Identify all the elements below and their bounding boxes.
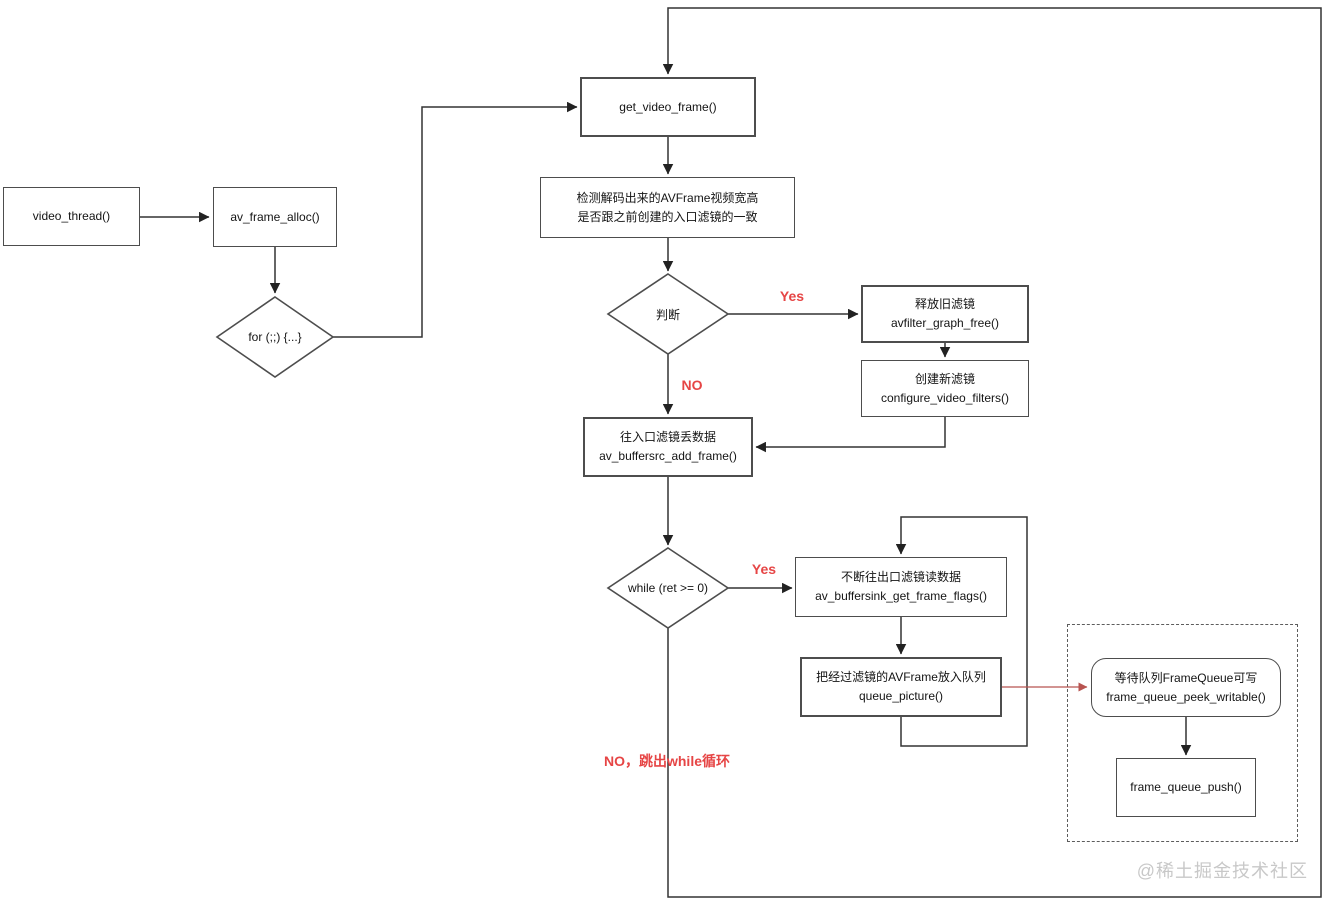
node-queue-picture: 把经过滤镜的AVFrame放入队列 queue_picture() [800, 657, 1002, 717]
node-av-frame-alloc-label: av_frame_alloc() [230, 209, 320, 224]
edge-label-judge-no: NO [681, 377, 703, 393]
node-video-thread: video_thread() [3, 187, 140, 246]
node-create-new-filter-title: 创建新滤镜 [914, 371, 975, 386]
node-judge-label: 判断 [655, 307, 680, 322]
node-get-video-frame: get_video_frame() [580, 77, 756, 137]
node-while-loop-label: while (ret >= 0) [627, 581, 709, 595]
node-create-new-filter: 创建新滤镜 configure_video_filters() [861, 360, 1029, 417]
node-queue-picture-code: queue_picture() [858, 689, 944, 703]
edge-label-judge-yes: Yes [779, 288, 805, 304]
edge-for-loop-to-get-video-frame [333, 101, 578, 338]
node-free-old-filter: 释放旧滤镜 avfilter_graph_free() [861, 285, 1029, 343]
node-read-filtered-frame: 不断往出口滤镜读数据 av_buffersink_get_frame_flags… [795, 557, 1007, 617]
node-check-frame-size-line2: 是否跟之前创建的入口滤镜的一致 [577, 209, 758, 224]
frame-queue-dashed-group [1067, 624, 1298, 842]
node-queue-picture-title: 把经过滤镜的AVFrame放入队列 [816, 670, 986, 684]
edge-queue-picture-loop-back-to-read-frame [895, 516, 1028, 747]
node-peek-writable-title: 等待队列FrameQueue可写 [1114, 670, 1258, 685]
node-frame-queue-push: frame_queue_push() [1116, 758, 1256, 817]
node-free-old-filter-code: avfilter_graph_free() [890, 316, 1000, 330]
node-get-video-frame-label: get_video_frame() [619, 99, 717, 114]
node-add-frame-to-filter: 往入口滤镜丢数据 av_buffersrc_add_frame() [583, 417, 753, 477]
edge-label-while-yes: Yes [751, 561, 777, 577]
node-video-thread-label: video_thread() [32, 209, 111, 223]
node-peek-writable: 等待队列FrameQueue可写 frame_queue_peek_writab… [1091, 658, 1281, 717]
for-loop-diamond-shape [215, 296, 335, 378]
node-for-loop-label: for (;;) {...} [248, 330, 302, 344]
node-read-filtered-frame-title: 不断往出口滤镜读数据 [840, 570, 961, 584]
node-create-new-filter-code: configure_video_filters() [880, 390, 1010, 405]
watermark: @稀土掘金技术社区 [1136, 861, 1308, 881]
edge-while-no-loop-back-to-get-video-frame [662, 7, 1322, 898]
node-free-old-filter-title: 释放旧滤镜 [914, 297, 975, 311]
node-add-frame-to-filter-title: 往入口滤镜丢数据 [619, 430, 716, 444]
node-check-frame-size: 检测解码出来的AVFrame视频宽高 是否跟之前创建的入口滤镜的一致 [540, 177, 795, 238]
node-add-frame-to-filter-code: av_buffersrc_add_frame() [599, 449, 737, 463]
node-check-frame-size-line1: 检测解码出来的AVFrame视频宽高 [576, 190, 759, 205]
judge-diamond-shape [606, 273, 730, 355]
edge-label-while-no: NO，跳出while循环 [603, 753, 730, 769]
node-read-filtered-frame-code: av_buffersink_get_frame_flags() [815, 589, 987, 603]
node-av-frame-alloc: av_frame_alloc() [213, 187, 337, 247]
node-frame-queue-push-label: frame_queue_push() [1130, 780, 1242, 794]
node-peek-writable-code: frame_queue_peek_writable() [1106, 689, 1266, 704]
while-diamond-shape [606, 547, 730, 629]
edge-create-new-filter-to-add-frame [755, 417, 946, 453]
